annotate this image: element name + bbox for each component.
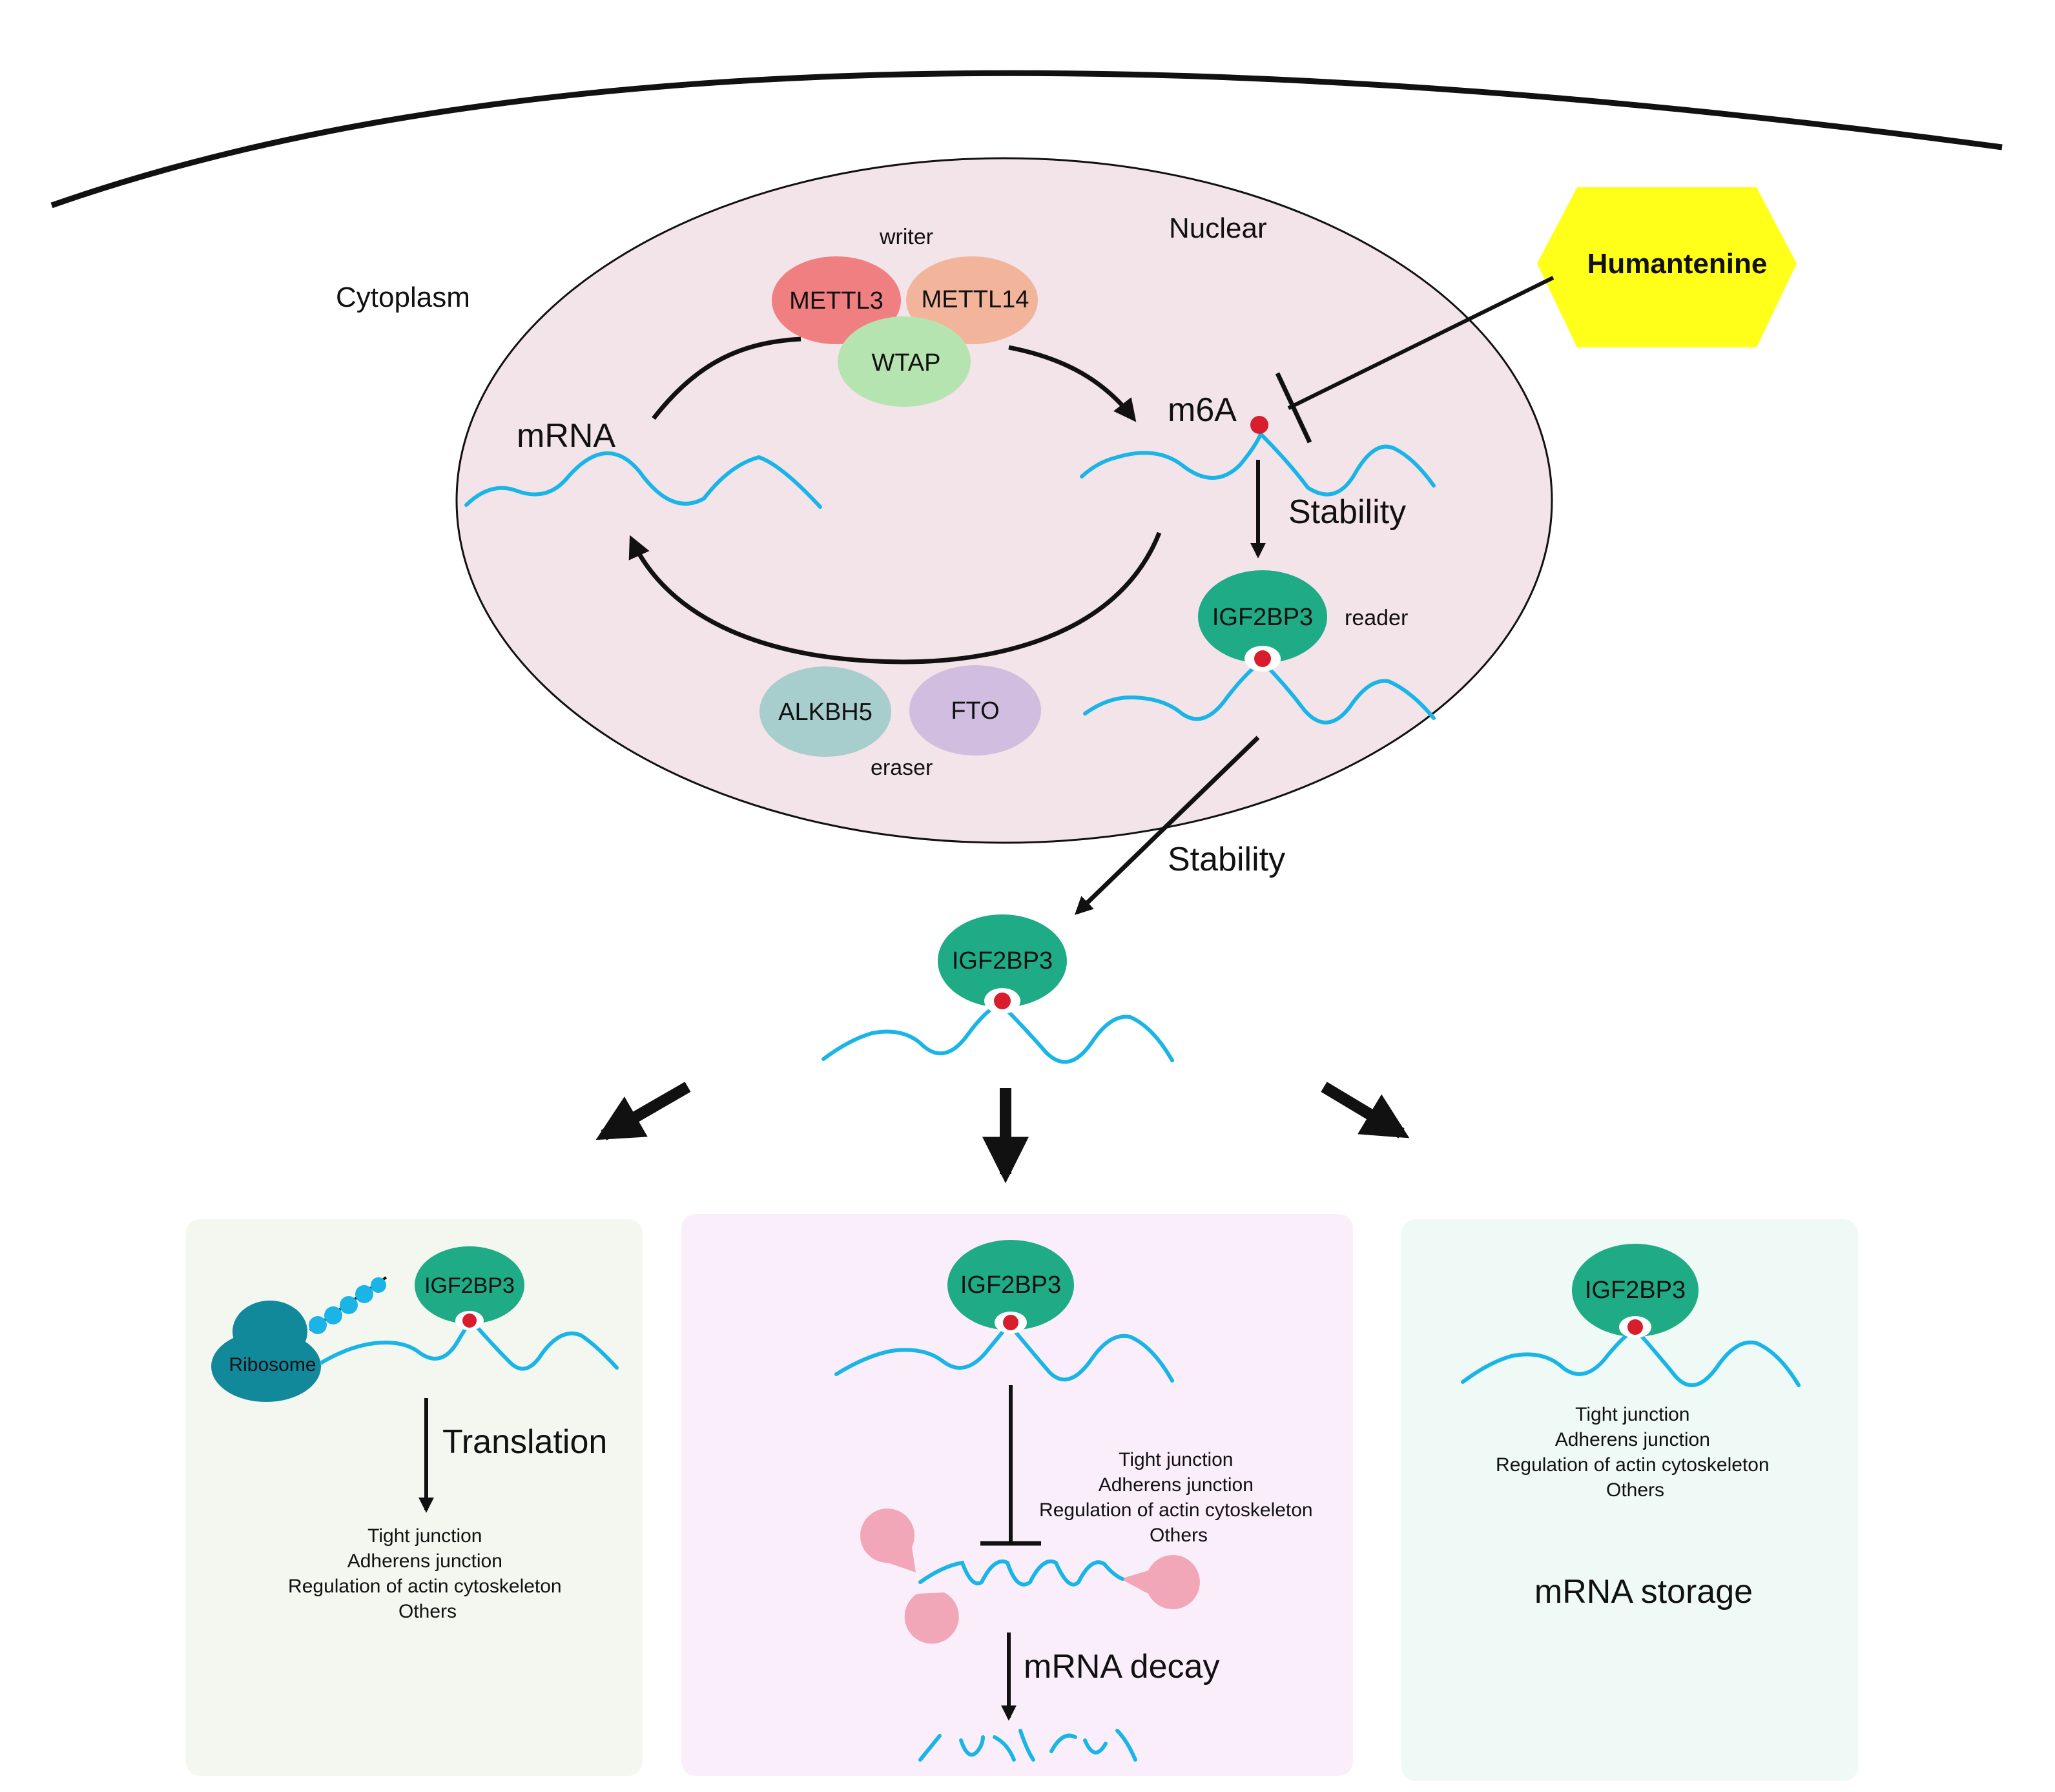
igf2bp3-protein-nucleus	[1198, 570, 1327, 663]
humantenine-inhibition-line	[1287, 276, 1554, 410]
pathway-item: Tight junction	[1119, 1449, 1233, 1470]
decay-enzyme-icon	[904, 1592, 959, 1644]
pathway-list-decay: Tight junction Adherens junction Regulat…	[1039, 1449, 1318, 1546]
wtap-label: WTAP	[872, 349, 941, 376]
humantenine-label: Humantenine	[1587, 248, 1768, 280]
pathway-list-storage: Tight junction Adherens junction Regulat…	[1496, 1404, 1775, 1501]
pathway-item: Tight junction	[367, 1525, 482, 1547]
m6a-label: m6A	[1168, 391, 1237, 429]
translation-label: Translation	[442, 1423, 607, 1461]
pathway-item: Others	[1150, 1525, 1208, 1546]
humantenine-inhibition-bar	[1275, 372, 1312, 444]
export-arrow	[1074, 736, 1260, 915]
decay-enzyme-icon	[860, 1509, 916, 1572]
decay-enzyme-icon	[1120, 1555, 1200, 1610]
m6a-dot-storage	[1627, 1319, 1643, 1335]
mrna-fragment	[918, 1734, 942, 1762]
pathway-list-translation: Tight junction Adherens junction Regulat…	[288, 1525, 567, 1622]
igf2bp3-label-nucleus: IGF2BP3	[1212, 604, 1313, 631]
igf2bp3-protein-cytoplasm	[938, 914, 1067, 1007]
decay-panel	[681, 1214, 1353, 1776]
writer-arc-left	[652, 336, 801, 420]
mrna-fragment	[1018, 1729, 1035, 1762]
eraser-label: eraser	[871, 756, 933, 780]
mrna-strand-degrading	[918, 1560, 1124, 1587]
pathway-item: Adherens junction	[1099, 1474, 1254, 1496]
mrna-fragment	[1115, 1729, 1137, 1762]
stability-label-export: Stability	[1168, 841, 1285, 878]
fto-protein	[909, 665, 1041, 756]
mettl14-label: METTL14	[922, 286, 1029, 313]
m6a-dot-translation	[462, 1313, 477, 1328]
pathway-item: Regulation of actin cytoskeleton	[1039, 1499, 1313, 1521]
igf2bp3-protein-translation	[415, 1246, 524, 1324]
mettl3-protein	[772, 256, 901, 344]
alkbh5-label: ALKBH5	[778, 699, 873, 726]
amino-acid	[355, 1285, 373, 1303]
nucleus	[455, 157, 1553, 844]
igf2bp3-protein-storage	[1572, 1244, 1699, 1337]
mrna-fragment	[993, 1735, 1016, 1762]
m6a-dot-decay	[1003, 1315, 1018, 1330]
mrna-label: mRNA	[517, 417, 615, 455]
cytoplasm-label: Cytoplasm	[336, 282, 470, 313]
igf2bp3-label-translation: IGF2BP3	[424, 1273, 515, 1298]
mrna-decay-label: mRNA decay	[1024, 1648, 1219, 1685]
stability-label-nucleus: Stability	[1288, 493, 1406, 531]
alkbh5-protein	[759, 666, 891, 757]
igf2bp3-label-storage: IGF2BP3	[1585, 1277, 1686, 1304]
pathway-item: Others	[398, 1601, 457, 1622]
amino-acid	[371, 1277, 386, 1293]
pathway-item: Tight junction	[1575, 1404, 1689, 1425]
cell-membrane	[50, 70, 2003, 209]
amino-acid	[324, 1306, 342, 1324]
igf2bp3-label-decay: IGF2BP3	[960, 1272, 1061, 1299]
amino-acid	[340, 1296, 358, 1314]
mrna-fragment	[1083, 1738, 1108, 1755]
storage-panel	[1401, 1219, 1858, 1781]
wtap-protein	[838, 316, 971, 407]
fto-label: FTO	[951, 697, 999, 725]
mrna-strand-nucleus	[464, 451, 822, 509]
writer-arc-right	[1008, 345, 1137, 422]
eraser-arc	[628, 531, 1162, 664]
pathway-item: Regulation of actin cytoskeleton	[1496, 1454, 1770, 1476]
pathway-item: Adherens junction	[1555, 1429, 1710, 1450]
mettl14-protein	[906, 256, 1038, 344]
mrna-fragment	[1049, 1733, 1077, 1753]
pathway-item: Others	[1606, 1479, 1664, 1501]
mrna-storage-label: mRNA storage	[1534, 1573, 1753, 1611]
amino-acid	[309, 1316, 327, 1334]
mrna-fragment	[959, 1735, 985, 1757]
branch-arrow-translation	[595, 1082, 691, 1140]
branch-arrow-storage	[1321, 1082, 1410, 1138]
igf2bp3-protein-decay	[947, 1240, 1074, 1330]
pathway-item: Adherens junction	[347, 1550, 502, 1572]
pathway-item: Regulation of actin cytoskeleton	[288, 1576, 562, 1597]
mettl3-label: METTL3	[789, 287, 883, 314]
reader-label: reader	[1345, 606, 1408, 630]
ribosome-small-subunit	[211, 1331, 321, 1402]
mrna-fragments	[918, 1729, 1137, 1762]
nuclear-label: Nuclear	[1169, 212, 1267, 244]
translation-panel	[186, 1219, 643, 1776]
ribosome-label: Ribosome	[229, 1354, 316, 1375]
m6a-dot-cytoplasm	[994, 993, 1011, 1009]
humantenine-hexagon	[1537, 187, 1797, 347]
writer-label: writer	[879, 225, 933, 249]
m6a-modification-dot	[1250, 416, 1268, 434]
m6a-dot-nucleus-reader	[1254, 650, 1271, 667]
mrna-strand-m6a	[1080, 430, 1436, 497]
igf2bp3-label-cytoplasm: IGF2BP3	[952, 947, 1053, 974]
